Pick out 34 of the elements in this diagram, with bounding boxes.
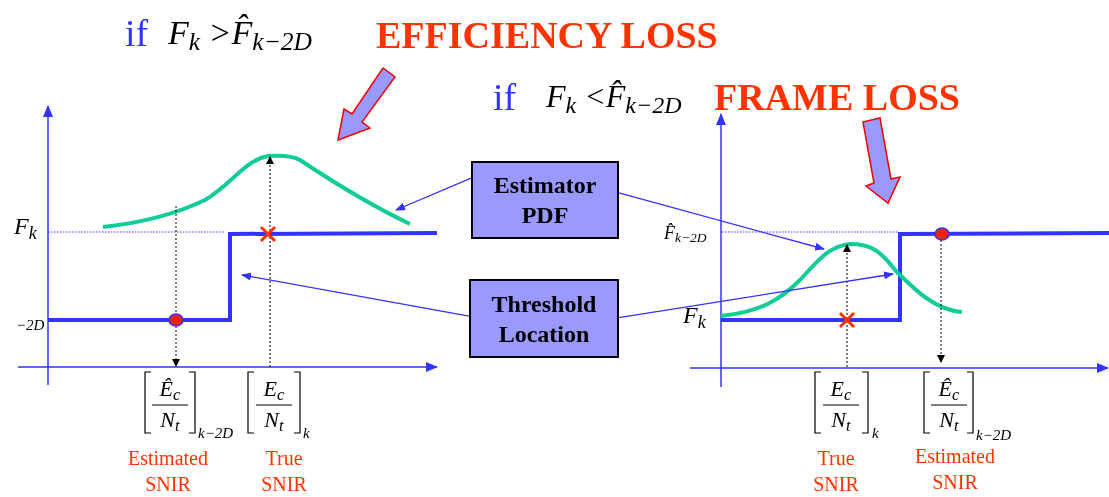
axis-label: −2D: [16, 318, 45, 333]
fraction-denominator: N$_{t}$: [160, 409, 180, 431]
callout-box: [469, 279, 619, 358]
subscript: k: [303, 426, 310, 441]
leader-arrow: [618, 192, 825, 251]
axis-label: F$_{k}$: [683, 303, 706, 327]
fraction-numerator: E$_{c}$: [263, 378, 285, 400]
fraction-denominator: N$_{t}$: [831, 409, 851, 431]
condition-text: if: [125, 14, 149, 52]
fraction-numerator: E$_{c}$: [830, 378, 852, 400]
heading: FRAME LOSS: [714, 78, 960, 116]
leader-arrow: [618, 271, 894, 319]
heading: EFFICIENCY LOSS: [376, 16, 718, 54]
axis-label: Estimated SNIR: [915, 444, 995, 495]
callout-text: Estimator PDF: [492, 171, 598, 230]
axis-label: True SNIR: [813, 446, 859, 497]
fraction-denominator: N$_{t}$: [939, 409, 959, 431]
subscript: k−2D: [198, 426, 234, 441]
axis-label: F$_{k}$: [14, 214, 37, 238]
subscript: k−2D: [976, 428, 1012, 443]
axis-label: Estimated SNIR: [128, 446, 208, 497]
math-expression: F$_{k}$ >F̂$_{k−2D}$: [168, 16, 313, 50]
fraction-numerator: Ê$_{c}$: [938, 378, 960, 400]
axis-label: F̂$_{k−2D}$: [664, 224, 707, 242]
fraction-numerator: Ê$_{c}$: [159, 378, 181, 400]
fraction-denominator: N$_{t}$: [264, 409, 284, 431]
callout-box: [471, 161, 619, 239]
subscript: k: [872, 426, 879, 441]
condition-text: if: [493, 78, 517, 116]
axis-label: True SNIR: [261, 446, 307, 497]
math-expression: F$_{k}$ <F̂$_{k−2D}$: [546, 80, 682, 112]
callout-text: Threshold Location: [490, 289, 598, 349]
leader-arrow: [395, 177, 472, 211]
leader-arrow: [241, 272, 470, 317]
